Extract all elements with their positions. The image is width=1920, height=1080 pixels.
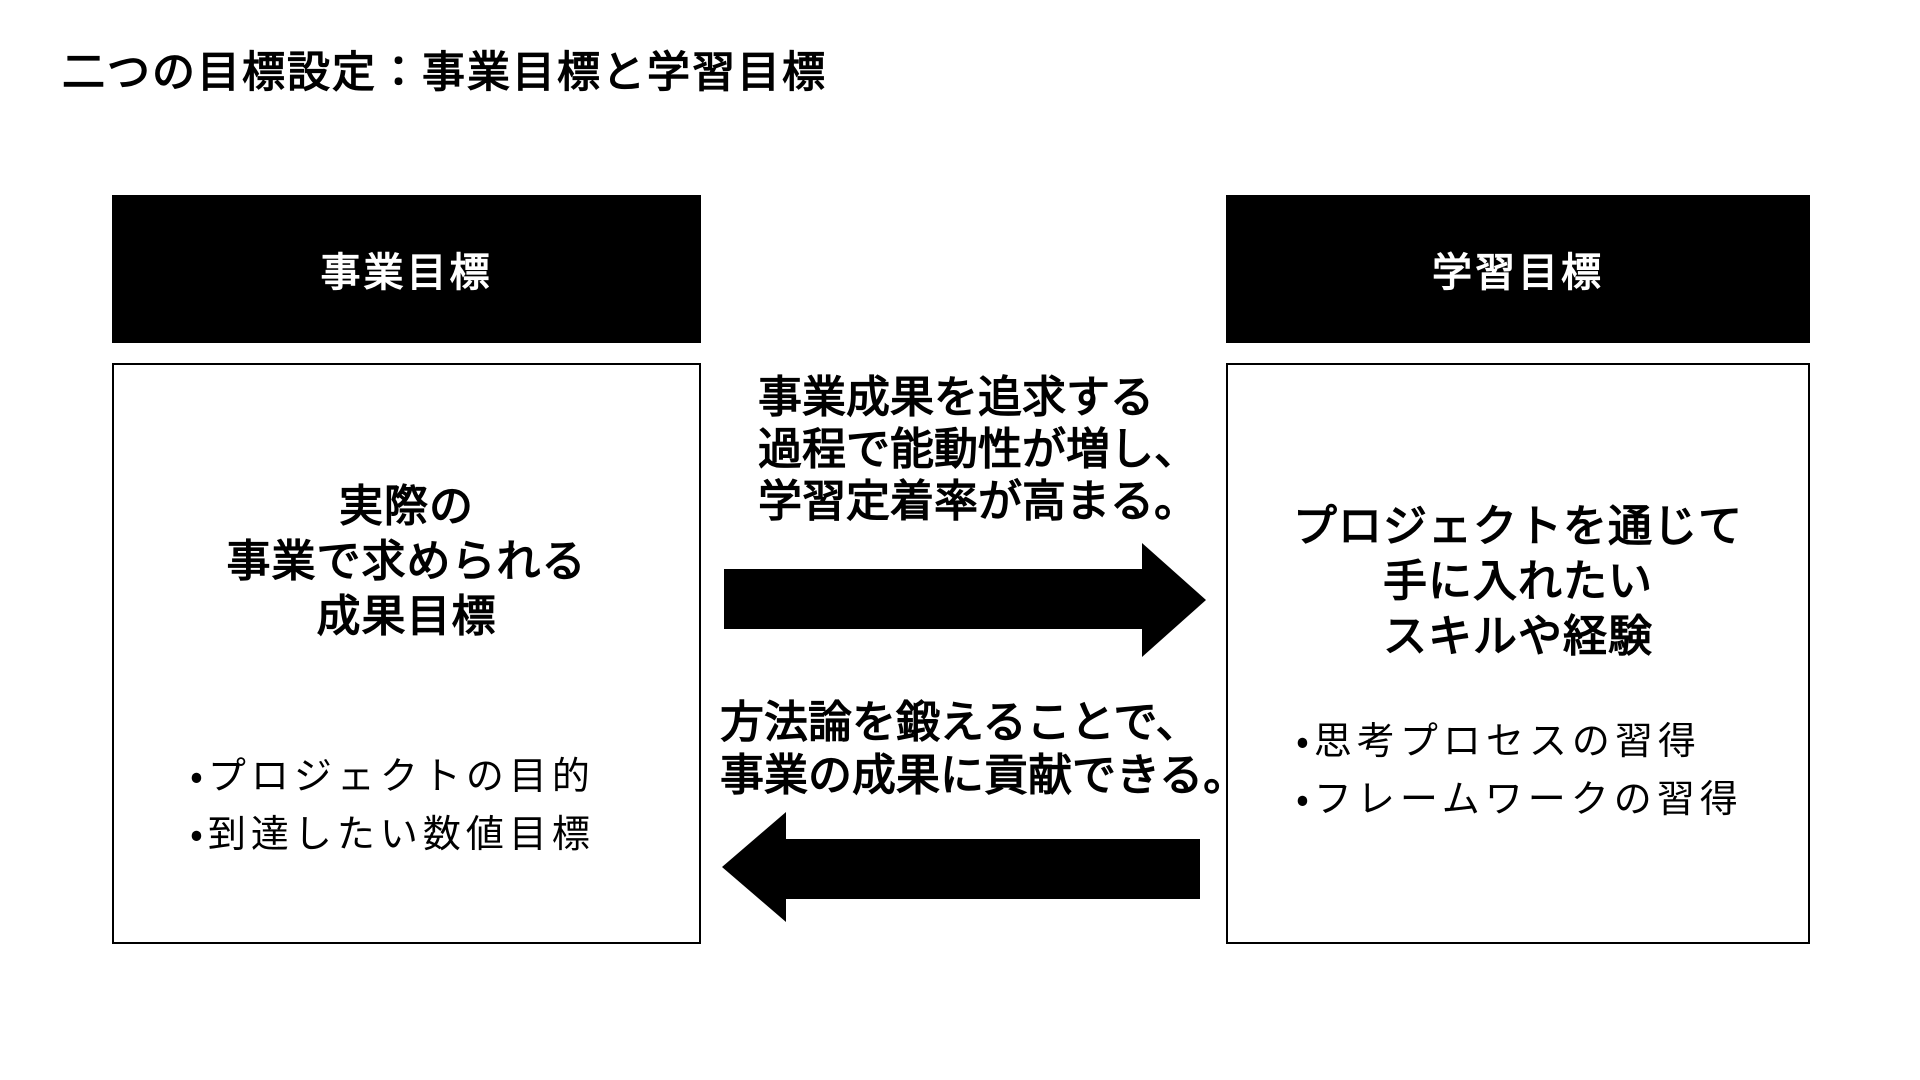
bullet-item: ・思考プロセスの習得 <box>1296 721 1701 763</box>
bullet-item: ・到達したい数値目標 <box>190 814 595 856</box>
learning-goal-heading-line: プロジェクトを通じて <box>1293 502 1743 551</box>
backward-arrow-label: 方法論を鍛えることで、 事業の成果に貢献できる。 <box>720 696 1247 802</box>
learning-goal-header: 学習目標 <box>1226 195 1810 343</box>
forward-arrow-label-line: 事業成果を追求する <box>758 373 1154 422</box>
forward-arrow-label-line: 過程で能動性が増し、 <box>758 425 1198 474</box>
learning-goal-heading: プロジェクトを通じて 手に入れたい スキルや経験 <box>1228 499 1808 664</box>
business-goal-header: 事業目標 <box>112 195 701 343</box>
left-arrow-head-icon <box>722 812 786 922</box>
business-goal-heading-line: 成果目標 <box>316 592 497 641</box>
left-arrow-shaft <box>786 839 1200 899</box>
learning-goal-heading-line: スキルや経験 <box>1383 612 1653 661</box>
business-goal-heading: 実際の 事業で求められる 成果目標 <box>114 479 699 644</box>
right-arrow-shaft <box>724 569 1142 629</box>
forward-arrow-label-line: 学習定着率が高まる。 <box>758 477 1198 526</box>
learning-goal-bullets: ・思考プロセスの習得 ・フレームワークの習得 <box>1296 713 1743 829</box>
business-goal-heading-line: 実際の <box>339 482 474 531</box>
business-goal-heading-line: 事業で求められる <box>226 537 587 586</box>
business-goal-bullets: ・プロジェクトの目的 ・到達したい数値目標 <box>190 748 595 864</box>
learning-goal-header-label: 学習目標 <box>1432 251 1604 295</box>
bullet-item: ・フレームワークの習得 <box>1296 779 1743 821</box>
backward-arrow-label-line: 事業の成果に貢献できる。 <box>720 751 1248 800</box>
page-title: 二つの目標設定：事業目標と学習目標 <box>62 49 827 97</box>
business-goal-body: 実際の 事業で求められる 成果目標 ・プロジェクトの目的 ・到達したい数値目標 <box>112 363 701 944</box>
learning-goal-body: プロジェクトを通じて 手に入れたい スキルや経験 ・思考プロセスの習得 ・フレー… <box>1226 363 1810 944</box>
learning-goal-heading-line: 手に入れたい <box>1383 557 1653 606</box>
backward-arrow-label-line: 方法論を鍛えることで、 <box>720 698 1200 747</box>
bullet-item: ・プロジェクトの目的 <box>190 756 595 798</box>
business-goal-header-label: 事業目標 <box>320 251 493 295</box>
forward-arrow-label: 事業成果を追求する 過程で能動性が増し、 学習定着率が高まる。 <box>758 372 1198 528</box>
right-arrow-head-icon <box>1142 543 1206 657</box>
